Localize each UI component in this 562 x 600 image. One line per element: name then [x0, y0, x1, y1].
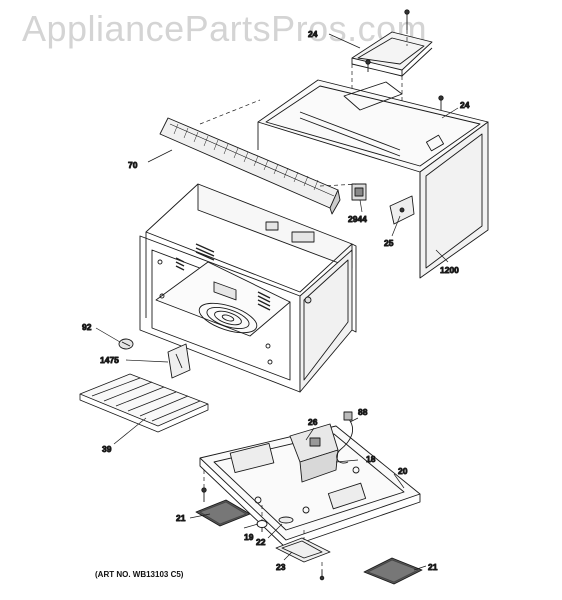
- bracket-part-25: [389, 195, 415, 225]
- screw-icon: [201, 487, 207, 502]
- callout-24: 24: [460, 100, 470, 110]
- callout-39: 39: [102, 444, 112, 454]
- callout-24-top: 24: [308, 29, 318, 39]
- leader-lines: [95, 33, 459, 571]
- switch-part-2944: [351, 183, 367, 201]
- callout-19: 19: [244, 532, 254, 542]
- watermark: AppliancePartsPros.com: [22, 8, 428, 49]
- callout-2944: 2944: [348, 214, 367, 224]
- callout-88: 88: [358, 407, 368, 417]
- callout-70: 70: [128, 160, 138, 170]
- vent-bracket-part: [351, 31, 433, 77]
- callout-18: 18: [366, 454, 376, 464]
- callout-20: 20: [398, 466, 408, 476]
- fuse-part-92: [118, 338, 134, 350]
- art-number-caption: (ART NO. WB13103 C5): [95, 570, 184, 579]
- lamp-socket-part: [289, 423, 339, 483]
- light-bulb-part-19: [256, 520, 268, 532]
- screw-icon: [319, 570, 325, 581]
- oven-cavity-part: [139, 183, 357, 393]
- callout-25: 25: [384, 238, 394, 248]
- screw-icon: [365, 59, 371, 72]
- guide-lines-grille: [199, 99, 361, 187]
- callout-92: 92: [82, 322, 92, 332]
- callout-23: 23: [276, 562, 286, 572]
- callout-26: 26: [308, 417, 318, 427]
- thermostat-part-1475: [167, 343, 191, 379]
- callout-21-left: 21: [176, 513, 186, 523]
- lens-holder-part-22: [278, 516, 294, 524]
- lamp-cover-part-23: [275, 537, 331, 563]
- grease-filter-part-right: [363, 557, 423, 585]
- wire-harness-part: [336, 411, 353, 464]
- screw-icon: [438, 95, 444, 110]
- vent-grille-part: [159, 117, 341, 215]
- screw-icon: [404, 9, 410, 30]
- outer-case-part: [257, 79, 489, 279]
- callout-22: 22: [256, 537, 266, 547]
- guide-lines-bottom: [203, 470, 323, 570]
- oven-rack-part: [79, 373, 209, 433]
- grease-filter-part-left: [195, 499, 251, 527]
- callout-1200: 1200: [440, 265, 459, 275]
- callout-21-right: 21: [428, 562, 438, 572]
- callout-1475: 1475: [100, 355, 119, 365]
